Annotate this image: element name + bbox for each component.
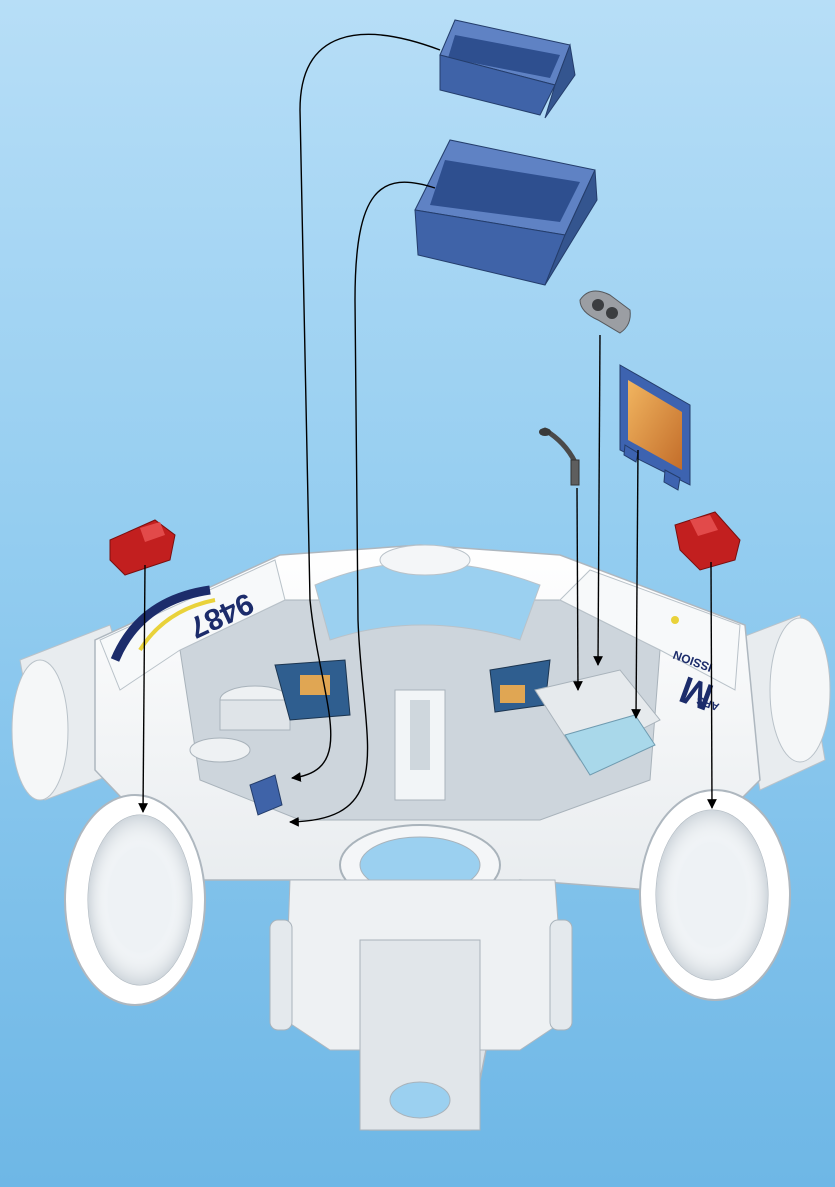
red-clip-left — [110, 520, 175, 575]
camera-part — [580, 291, 630, 333]
large-blue-tray — [415, 140, 597, 285]
arrow-red-clip-right — [711, 562, 712, 808]
red-clip-right — [675, 512, 740, 570]
right-hatch-ring — [640, 790, 790, 1000]
left-hatch-ring — [65, 795, 205, 1005]
small-blue-tray — [440, 20, 575, 118]
arrow-microphone — [577, 488, 578, 690]
center-pillar — [395, 690, 445, 800]
monitor-part — [620, 365, 690, 490]
microphone-part — [539, 428, 579, 485]
